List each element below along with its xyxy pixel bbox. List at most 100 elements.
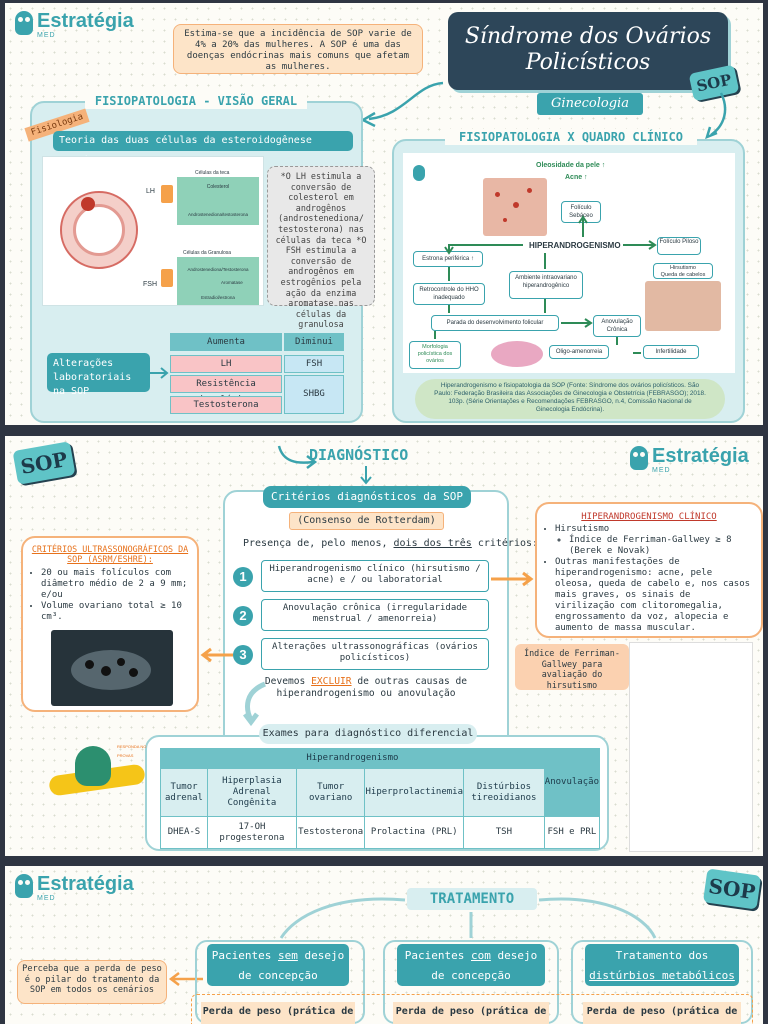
- oleosidade-label: Oleosidade da pele ↑: [536, 162, 606, 169]
- lab-increase-insulin: Resistência insulínica: [170, 375, 282, 405]
- polycystic-ovary-illustration: [491, 341, 543, 367]
- column-title-post: desejo de concepção: [431, 949, 538, 982]
- weight-loss-note: Perceba que a perda de peso é o pilar do…: [17, 960, 167, 1004]
- hirsutism-photo: [645, 281, 721, 331]
- criterion-2-number: 2: [233, 606, 253, 626]
- connector-arrow: [277, 445, 318, 469]
- us-criteria-panel: CRITÉRIOS ULTRASSONOGRÁFICOS DA SOP (ASR…: [21, 536, 199, 712]
- column-1-title: Pacientes sem desejo de concepção: [207, 944, 349, 986]
- tree-connectors: [279, 897, 657, 939]
- ultrasound-image: [51, 630, 173, 706]
- criterion-1: Hiperandrogenismo clínico (hirsutismo / …: [261, 560, 489, 592]
- clinical-hyperandrogenism-panel: HIPERANDROGENISMO CLÍNICO Hirsutismo Índ…: [535, 502, 763, 638]
- clinical-subitem: Índice de Ferriman-Gallwey ≥ 8 (Berek e …: [569, 535, 755, 557]
- lab-decrease-shbg: SHBG: [284, 375, 344, 414]
- connector-arrow: [705, 92, 727, 140]
- column-title-emphasis: sem: [278, 949, 298, 962]
- queda-label: Queda de cabelos: [660, 272, 706, 278]
- box-retrocontrole: Retrocontrole do HHO inadequado: [413, 283, 485, 305]
- box-oligo-amenorreia: Oligo-amenorreia: [549, 345, 609, 359]
- arrow-left-icon: [168, 972, 203, 986]
- lab-alterations-label: Alterações laboratoriais na SOP: [47, 353, 150, 397]
- criterion-2: Anovulação crônica (irregularidade menst…: [261, 599, 489, 631]
- exclude-post: de outras causas de hiperandrogenismo ou…: [276, 676, 468, 699]
- theory-title: Teoria das duas células da esteroidogêne…: [53, 131, 353, 166]
- mascot-caption: RESPONDA NO PROVAS: [117, 744, 147, 758]
- clinical-item: Hirsutismo: [555, 524, 610, 534]
- fsh-label: FSH: [143, 281, 157, 288]
- clinical-list: Hirsutismo Índice de Ferriman-Gallwey ≥ …: [555, 524, 755, 634]
- consensus-label: (Consenso de Rotterdam): [289, 512, 444, 530]
- diff-exam-cell: 17-OH progesterona: [206, 816, 297, 849]
- steroidogenesis-diagram: LH FSH Células da teca Colesterol Andros…: [42, 156, 264, 306]
- oocyte: [81, 197, 95, 211]
- differential-title: Exames para diagnóstico diferencial: [259, 724, 477, 744]
- column-title-emphasis: distúrbios metabólicos: [589, 969, 735, 982]
- criterion-1-number: 1: [233, 567, 253, 587]
- source-caption: Hiperandrogenismo e fisiopatologia da SO…: [415, 379, 725, 419]
- diff-exam-cell: FSH e PRL: [543, 816, 601, 849]
- androgen-label: Androstenediona/testosterona: [187, 212, 249, 217]
- lh-label: LH: [146, 188, 155, 195]
- diff-group-header: Hiperandrogenismo: [160, 748, 545, 769]
- page-title-2: Policísticos: [525, 50, 651, 75]
- diff-col-header: Tumor ovariano: [295, 768, 366, 817]
- owl-icon: [15, 11, 33, 35]
- colesterol-label: Colesterol: [206, 184, 230, 190]
- column-3-title: Tratamento dos distúrbios metabólicos: [585, 944, 739, 986]
- diff-anovulation-header: Anovulação: [543, 748, 601, 817]
- diff-col-header: Distúrbios tireoidianos: [463, 768, 545, 817]
- connector-arrow: [360, 81, 444, 128]
- acne-skin-photo: [483, 178, 547, 236]
- lab-decrease-fsh: FSH: [284, 355, 344, 373]
- clinical-hyperandrogenism-title: HIPERANDROGENISMO CLÍNICO: [581, 512, 717, 522]
- us-criteria-item: Volume ovariano total ≥ 10 cm³.: [41, 601, 189, 623]
- presence-pre: Presença de, pelo menos,: [243, 538, 394, 549]
- diff-col-header: Hiperplasia Adrenal Congênita: [206, 768, 297, 817]
- owl-icon: [413, 165, 425, 181]
- theca-cell: Colesterol Androstenediona/testosterona: [177, 177, 259, 225]
- flow-arrows: [434, 215, 657, 354]
- box-infertilidade: Infertilidade: [643, 345, 699, 359]
- follicle-antrum: [73, 204, 125, 256]
- lab-header-increase: Aumenta: [170, 333, 282, 351]
- weight-loss-band: [191, 994, 753, 1024]
- sop-tag: SOP: [12, 441, 76, 485]
- diff-col-header: Hiperprolactinemia: [364, 768, 465, 817]
- brand-name: Estratégia: [652, 445, 749, 467]
- owl-icon: [75, 746, 111, 786]
- acne-label: Acne ↑: [565, 174, 588, 181]
- clinical-diagram: Oleosidade da pele ↑ Acne ↑ Folículo Seb…: [403, 153, 735, 373]
- estradiol-label: Estradiol/estrona: [201, 295, 235, 300]
- column-title-pre: Tratamento dos: [615, 949, 709, 962]
- arrow-down-icon: [243, 681, 267, 727]
- brand-sub: MED: [37, 895, 56, 902]
- androgen2-label: Androstenediona/Testosterona: [187, 267, 249, 272]
- brand-name: Estratégia: [37, 10, 134, 32]
- us-criteria-list: 20 ou mais folículos com diâmetro médio …: [41, 568, 189, 623]
- aromatase-label: Aromatase: [221, 280, 243, 285]
- arrow-right-icon: [150, 367, 169, 379]
- box-hiperandrogenismo: HIPERANDROGENISMO: [529, 241, 621, 250]
- weight-loss-box-2: Perda de peso (prática de: [393, 1002, 549, 1024]
- owl-icon: [15, 874, 33, 898]
- exclude-text: Devemos EXCLUIR de outras causas de hipe…: [263, 676, 469, 700]
- hirsutismo-label: Hirsutismo: [670, 265, 696, 271]
- diff-exam-cell: DHEA-S: [160, 816, 208, 849]
- us-criteria-title: CRITÉRIOS ULTRASSONOGRÁFICOS DA SOP (ASR…: [31, 544, 189, 564]
- owl-pilot-mascot: RESPONDA NO PROVAS: [45, 736, 149, 816]
- column-title-emphasis: com: [471, 949, 491, 962]
- presence-post: critérios:: [471, 538, 539, 549]
- presence-emphasis: dois dos três: [393, 538, 472, 549]
- lh-receptor-icon: [161, 185, 173, 203]
- diagnostico-title: DIAGNÓSTICO: [309, 446, 409, 464]
- differential-table: Hiperandrogenismo Anovulação Tumor adren…: [160, 748, 601, 849]
- weight-loss-box-3: Perda de peso (prática de: [583, 1002, 741, 1024]
- column-title-pre: Pacientes: [404, 949, 471, 962]
- lab-header-decrease: Diminui: [284, 333, 344, 351]
- criteria-title: Critérios diagnósticos da SOP: [263, 486, 471, 508]
